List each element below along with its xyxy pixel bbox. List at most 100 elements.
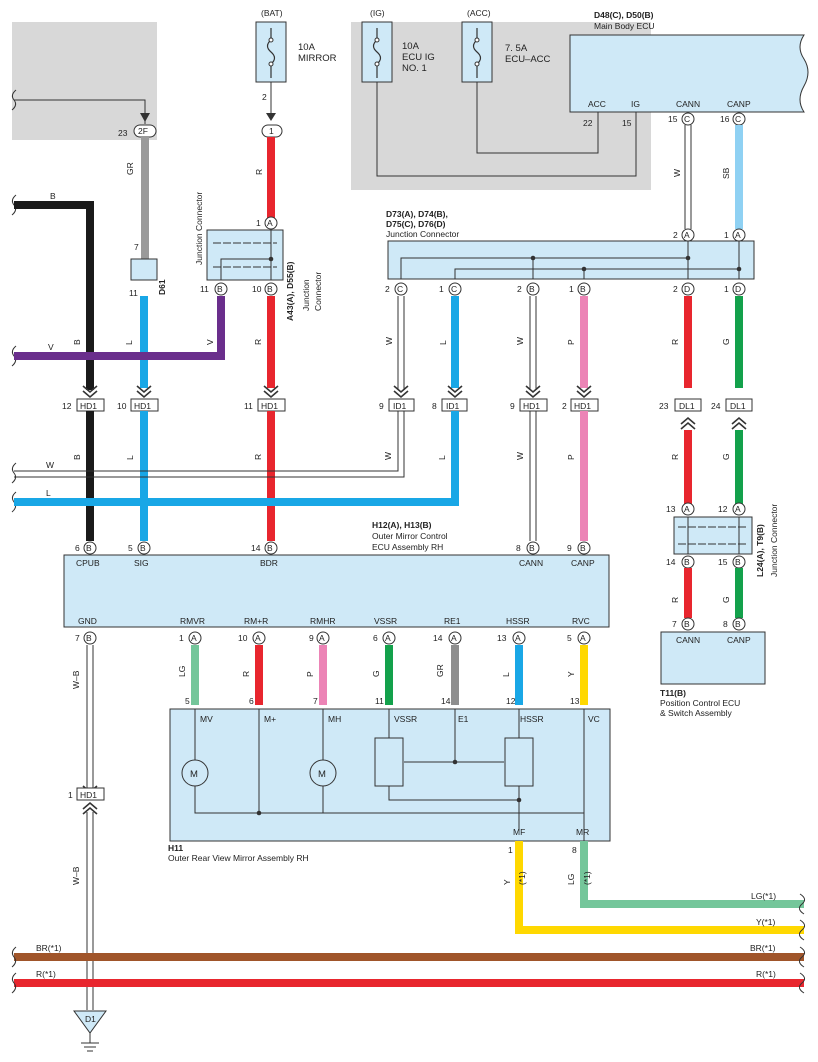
svg-text:L: L [124, 340, 134, 345]
svg-text:2: 2 [673, 284, 678, 294]
svg-text:HD1: HD1 [80, 401, 97, 411]
wire-b-lower [86, 411, 94, 541]
d61-name: Junction Connector [194, 192, 204, 265]
svg-text:9: 9 [309, 633, 314, 643]
svg-text:11: 11 [200, 284, 209, 294]
svg-text:CANP: CANP [727, 99, 751, 109]
svg-text:SIG: SIG [134, 558, 149, 568]
svg-text:R: R [670, 597, 680, 603]
d73-ref: D73(A), D74(B), [386, 209, 448, 219]
svg-text:ACC: ACC [588, 99, 606, 109]
svg-text:W: W [515, 452, 525, 460]
svg-text:13: 13 [666, 504, 676, 514]
wire-lg-mv [191, 645, 199, 705]
svg-text:VSSR: VSSR [394, 714, 417, 724]
svg-text:DL1: DL1 [679, 401, 695, 411]
svg-text:E1: E1 [458, 714, 469, 724]
svg-text:15: 15 [668, 114, 678, 124]
svg-text:A: A [191, 633, 197, 643]
motor-mv-icon: M [181, 759, 209, 787]
connector-2f-label: 2F [138, 126, 148, 136]
svg-text:14: 14 [251, 543, 261, 553]
svg-text:R: R [670, 339, 680, 345]
svg-text:HSSR: HSSR [520, 714, 544, 724]
wire-l-d61 [140, 296, 148, 388]
l24-junction [673, 516, 753, 555]
svg-text:B: B [72, 454, 82, 460]
svg-text:1: 1 [256, 218, 261, 228]
h11-internal-circuit [194, 709, 585, 841]
svg-text:R: R [670, 454, 680, 460]
svg-text:M: M [190, 769, 198, 780]
svg-text:W: W [383, 452, 393, 460]
fuse-bat-pin: 2 [262, 92, 267, 102]
svg-text:B: B [50, 191, 56, 201]
wire-l-d73 [451, 296, 459, 388]
svg-text:A: A [684, 504, 690, 514]
fuse-ig-amp: 10A [402, 41, 420, 52]
svg-text:1: 1 [508, 845, 513, 855]
svg-text:MF: MF [513, 827, 525, 837]
a43-name1: Junction [301, 279, 311, 311]
svg-text:9: 9 [510, 401, 515, 411]
svg-text:B: B [72, 339, 82, 345]
svg-text:HD1: HD1 [523, 401, 540, 411]
svg-text:G: G [721, 596, 731, 603]
svg-text:1: 1 [68, 790, 73, 800]
svg-text:R: R [253, 454, 263, 460]
svg-text:5: 5 [185, 696, 190, 706]
svg-text:B: B [529, 284, 535, 294]
svg-text:2: 2 [562, 401, 567, 411]
svg-text:2: 2 [517, 284, 522, 294]
wire-g-l24-t11 [735, 568, 743, 618]
svg-text:R(*1): R(*1) [36, 969, 56, 979]
svg-text:1: 1 [179, 633, 184, 643]
wire-l-hssr [515, 645, 523, 705]
pin-23: 23 [118, 128, 128, 138]
svg-text:13: 13 [570, 696, 580, 706]
svg-text:1: 1 [269, 126, 274, 136]
svg-text:HD1: HD1 [574, 401, 591, 411]
svg-text:Y(*1): Y(*1) [756, 917, 776, 927]
svg-text:8: 8 [516, 543, 521, 553]
t11-ecu [660, 631, 766, 685]
wire-r-lower [267, 411, 275, 541]
svg-text:2: 2 [385, 284, 390, 294]
svg-text:R(*1): R(*1) [756, 969, 776, 979]
svg-text:IG: IG [631, 99, 640, 109]
h12-ref: H12(A), H13(B) [372, 520, 432, 530]
l24-name: Junction Connector [769, 504, 779, 577]
wire-p-mid [580, 296, 588, 388]
d73-junction [387, 240, 755, 280]
svg-text:V: V [205, 339, 215, 345]
svg-text:W–B: W–B [71, 866, 81, 885]
wire-g-right-mid [735, 296, 743, 388]
svg-text:22: 22 [583, 118, 593, 128]
h11-name: Outer Rear View Mirror Assembly RH [168, 853, 309, 863]
svg-text:1: 1 [724, 230, 729, 240]
svg-text:W: W [384, 337, 394, 345]
svg-text:1: 1 [569, 284, 574, 294]
svg-text:6: 6 [75, 543, 80, 553]
svg-text:11: 11 [129, 288, 138, 298]
h12-ecu [63, 554, 610, 628]
wire-g-vssr [385, 645, 393, 705]
svg-text:B: B [267, 284, 273, 294]
svg-text:8: 8 [572, 845, 577, 855]
svg-text:R: R [254, 169, 264, 175]
wire-r-right-mid [684, 296, 692, 388]
svg-text:B: B [684, 619, 690, 629]
svg-text:9: 9 [379, 401, 384, 411]
svg-text:B: B [140, 543, 146, 553]
main-ecu-box [569, 34, 809, 113]
svg-text:RVC: RVC [572, 616, 590, 626]
svg-text:W–B: W–B [71, 670, 81, 689]
svg-text:L: L [501, 672, 511, 677]
svg-text:CANN: CANN [676, 635, 700, 645]
wire-l-bus [14, 411, 459, 506]
wire-v [14, 296, 225, 360]
svg-text:A: A [267, 218, 273, 228]
svg-text:A: A [684, 230, 690, 240]
d73-name: Junction Connector [386, 229, 459, 239]
